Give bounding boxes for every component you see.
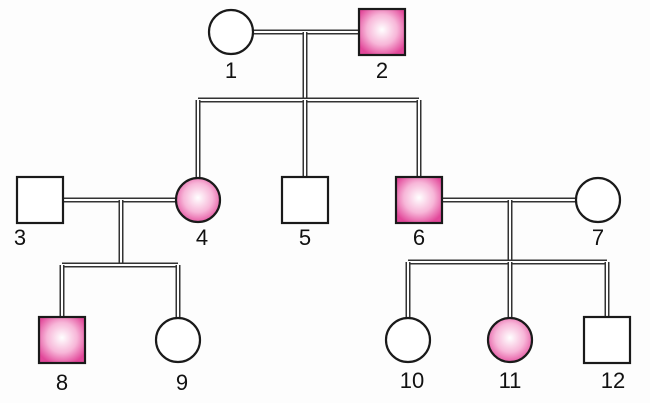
unaffected-female-1 <box>207 8 255 56</box>
individual-10: 10 <box>384 316 432 393</box>
unaffected-male-3 <box>15 175 65 225</box>
individual-label-6: 6 <box>413 225 425 250</box>
affected-female-4 <box>174 176 222 224</box>
individual-label-9: 9 <box>176 370 188 395</box>
individual-7: 7 <box>574 176 622 250</box>
unaffected-female-10 <box>384 316 432 364</box>
affected-female-11 <box>486 316 534 364</box>
individual-label-3: 3 <box>14 225 26 250</box>
affected-male-2 <box>357 7 407 57</box>
unaffected-male-5 <box>280 175 330 225</box>
individual-label-1: 1 <box>225 58 237 83</box>
individual-2: 2 <box>357 7 407 83</box>
affected-male-8 <box>37 315 87 365</box>
individual-6: 6 <box>394 175 444 250</box>
individual-label-12: 12 <box>601 368 625 393</box>
unaffected-male-12 <box>582 315 632 365</box>
individual-label-8: 8 <box>56 370 68 395</box>
individual-label-11: 11 <box>499 368 522 393</box>
individual-label-5: 5 <box>299 225 311 250</box>
individual-8: 8 <box>37 315 87 395</box>
individual-11: 11 <box>486 316 534 393</box>
unaffected-female-7 <box>574 176 622 224</box>
individual-12: 12 <box>582 315 632 393</box>
relationship-lines <box>59 29 610 318</box>
individual-label-4: 4 <box>196 225 208 250</box>
individual-label-2: 2 <box>376 58 388 83</box>
affected-male-6 <box>394 175 444 225</box>
individual-4: 4 <box>174 176 222 250</box>
individual-1: 1 <box>207 8 255 83</box>
individual-3: 3 <box>14 175 65 250</box>
unaffected-female-9 <box>154 316 202 364</box>
individual-label-10: 10 <box>400 368 424 393</box>
individual-label-7: 7 <box>592 225 604 250</box>
individual-5: 5 <box>280 175 330 250</box>
individual-9: 9 <box>154 316 202 395</box>
